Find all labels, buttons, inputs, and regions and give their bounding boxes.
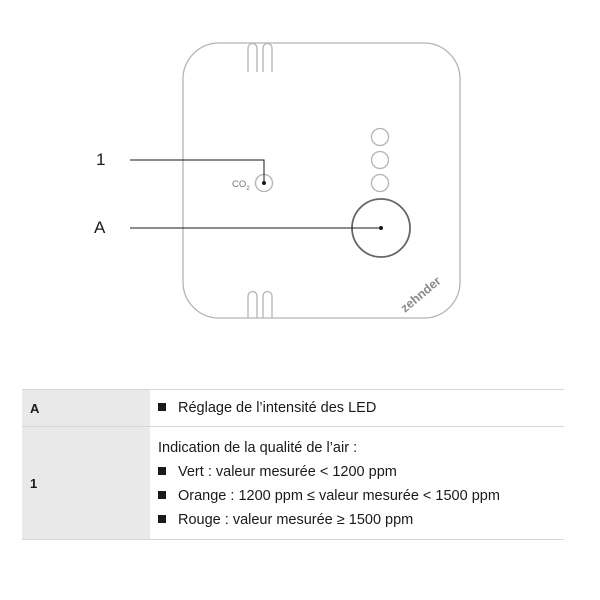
device-diagram: CO2 zehnder bbox=[130, 42, 461, 319]
list-item: Vert : valeur mesurée < 1200 ppm bbox=[158, 460, 564, 484]
co2-label: CO2 bbox=[232, 179, 250, 192]
co2-label-text: CO bbox=[232, 179, 246, 190]
list-item: Rouge : valeur mesurée ≥ 1500 ppm bbox=[158, 508, 564, 532]
table-row: 1 Indication de la qualité de l’air : Ve… bbox=[22, 427, 564, 540]
callout-label-1: 1 bbox=[96, 150, 106, 169]
list-item-text: Rouge : valeur mesurée ≥ 1500 ppm bbox=[178, 512, 414, 528]
led-indicator bbox=[370, 127, 390, 147]
bullet-icon bbox=[158, 467, 166, 475]
row-description: Réglage de l’intensité des LED bbox=[150, 390, 564, 426]
list-item: Orange : 1200 ppm ≤ valeur mesurée < 150… bbox=[158, 484, 564, 508]
bullet-icon bbox=[158, 515, 166, 523]
callout-label-a: A bbox=[94, 218, 106, 237]
table-row: A Réglage de l’intensité des LED bbox=[22, 390, 564, 427]
row-description: Indication de la qualité de l’air : Vert… bbox=[150, 427, 564, 539]
callout-line-1 bbox=[130, 159, 265, 183]
bullet-icon bbox=[158, 491, 166, 499]
row-key: 1 bbox=[22, 427, 150, 539]
led-indicators bbox=[370, 127, 390, 193]
led-indicator bbox=[370, 150, 390, 170]
list-item: Réglage de l’intensité des LED bbox=[158, 396, 376, 420]
bottom-slots bbox=[247, 290, 273, 318]
co2-subscript: 2 bbox=[246, 185, 250, 192]
legend-table: A Réglage de l’intensité des LED 1 Indic… bbox=[22, 389, 564, 540]
list-item-text: Vert : valeur mesurée < 1200 ppm bbox=[178, 464, 397, 480]
led-indicator bbox=[370, 173, 390, 193]
list-item-text: Réglage de l’intensité des LED bbox=[178, 400, 377, 416]
top-slots bbox=[247, 42, 273, 72]
row-key: A bbox=[22, 390, 150, 426]
device-body bbox=[182, 42, 461, 319]
callout-dot-1 bbox=[262, 181, 266, 185]
list-item-text: Orange : 1200 ppm ≤ valeur mesurée < 150… bbox=[178, 488, 500, 504]
bullet-icon bbox=[158, 403, 166, 411]
callout-dot-a bbox=[379, 226, 383, 230]
row-intro: Indication de la qualité de l’air : bbox=[158, 440, 358, 456]
